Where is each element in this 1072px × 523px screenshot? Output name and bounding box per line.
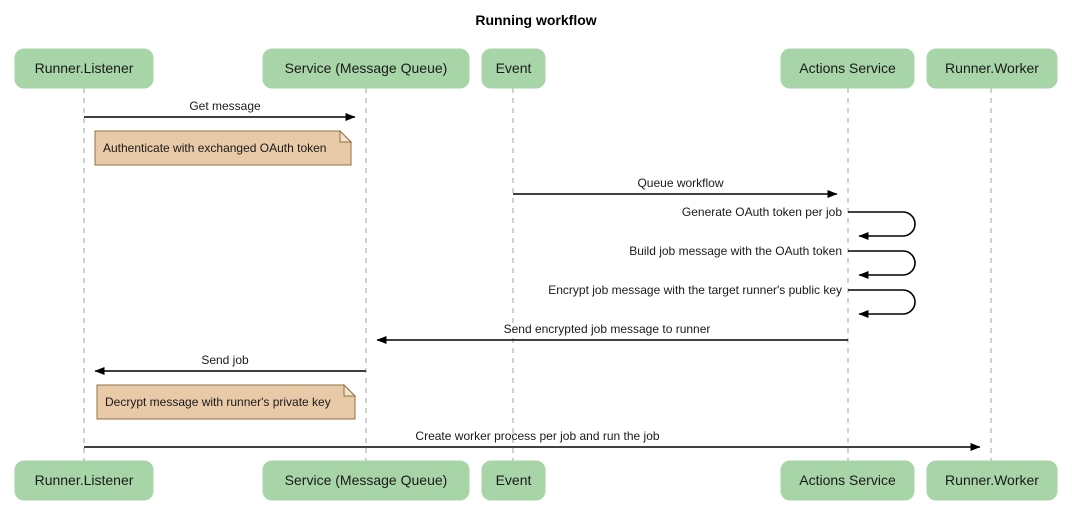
participant-runner-listener-top[interactable]: Runner.Listener bbox=[14, 48, 154, 89]
participants-bottom: Runner.Listener Service (Message Queue) Ev… bbox=[14, 460, 1058, 501]
participant-box bbox=[780, 48, 915, 89]
message-generate-oauth-token[interactable]: Generate OAuth token per job bbox=[682, 205, 916, 240]
participant-box bbox=[262, 460, 470, 501]
message-self-loop-path bbox=[848, 289, 916, 318]
participant-box bbox=[262, 48, 470, 89]
page-title: Running workflow bbox=[475, 12, 596, 28]
note-label: Authenticate with exchanged OAuth token bbox=[103, 141, 326, 155]
participant-label: Runner.Worker bbox=[945, 472, 1039, 488]
note-body bbox=[96, 384, 356, 420]
participants-top: Runner.Listener Service (Message Queue) Ev… bbox=[14, 48, 1058, 89]
message-build-job-message[interactable]: Build job message with the OAuth token bbox=[629, 244, 916, 279]
participant-box bbox=[14, 48, 154, 89]
note-authenticate[interactable]: Authenticate with exchanged OAuth token bbox=[94, 129, 353, 166]
message-label: Build job message with the OAuth token bbox=[629, 244, 842, 258]
participant-event-bottom[interactable]: Event bbox=[481, 460, 546, 501]
note-body bbox=[94, 130, 352, 166]
message-label: Send encrypted job message to runner bbox=[504, 322, 711, 336]
message-send-encrypted-job-message[interactable]: Send encrypted job message to runner bbox=[376, 322, 848, 344]
participant-label: Service (Message Queue) bbox=[285, 472, 448, 488]
participant-label: Runner.Listener bbox=[35, 60, 134, 76]
message-create-worker-process[interactable]: Create worker process per job and run th… bbox=[84, 429, 981, 451]
note-label: Decrypt message with runner's private ke… bbox=[105, 395, 331, 409]
lifelines-layer bbox=[83, 88, 992, 461]
participant-runner-worker-top[interactable]: Runner.Worker bbox=[926, 48, 1058, 89]
message-label: Send job bbox=[201, 353, 249, 367]
message-label: Queue workflow bbox=[637, 176, 723, 190]
message-label: Create worker process per job and run th… bbox=[415, 429, 659, 443]
note-fold-corner-icon bbox=[343, 383, 357, 397]
note-fold-corner-icon bbox=[339, 129, 353, 143]
participant-runner-listener-bottom[interactable]: Runner.Listener bbox=[14, 460, 154, 501]
participant-box bbox=[926, 48, 1058, 89]
participant-label: Event bbox=[496, 60, 532, 76]
message-send-job[interactable]: Send job bbox=[94, 353, 366, 375]
participant-label: Runner.Worker bbox=[945, 60, 1039, 76]
participant-label: Event bbox=[496, 472, 532, 488]
participant-box bbox=[481, 48, 546, 89]
participant-actions-service-bottom[interactable]: Actions Service bbox=[780, 460, 915, 501]
participant-actions-service-top[interactable]: Actions Service bbox=[780, 48, 915, 89]
participant-box bbox=[481, 460, 546, 501]
participant-service-message-queue-top[interactable]: Service (Message Queue) bbox=[262, 48, 470, 89]
participant-runner-worker-bottom[interactable]: Runner.Worker bbox=[926, 460, 1058, 501]
participant-box bbox=[926, 460, 1058, 501]
participant-box bbox=[14, 460, 154, 501]
notes-layer: Authenticate with exchanged OAuth tokenD… bbox=[94, 129, 357, 420]
message-label: Get message bbox=[189, 99, 261, 113]
participant-label: Actions Service bbox=[799, 60, 896, 76]
participant-event-top[interactable]: Event bbox=[481, 48, 546, 89]
message-self-loop-path bbox=[848, 211, 916, 240]
participant-label: Service (Message Queue) bbox=[285, 60, 448, 76]
message-label: Encrypt job message with the target runn… bbox=[548, 283, 842, 297]
message-encrypt-job-message[interactable]: Encrypt job message with the target runn… bbox=[548, 283, 916, 318]
note-decrypt[interactable]: Decrypt message with runner's private ke… bbox=[96, 383, 357, 420]
participant-service-message-queue-bottom[interactable]: Service (Message Queue) bbox=[262, 460, 470, 501]
message-queue-workflow[interactable]: Queue workflow bbox=[513, 176, 838, 198]
message-self-loop-path bbox=[848, 250, 916, 279]
participant-label: Runner.Listener bbox=[35, 472, 134, 488]
message-get-message[interactable]: Get message bbox=[84, 99, 356, 121]
message-label: Generate OAuth token per job bbox=[682, 205, 842, 219]
participant-label: Actions Service bbox=[799, 472, 896, 488]
participant-box bbox=[780, 460, 915, 501]
